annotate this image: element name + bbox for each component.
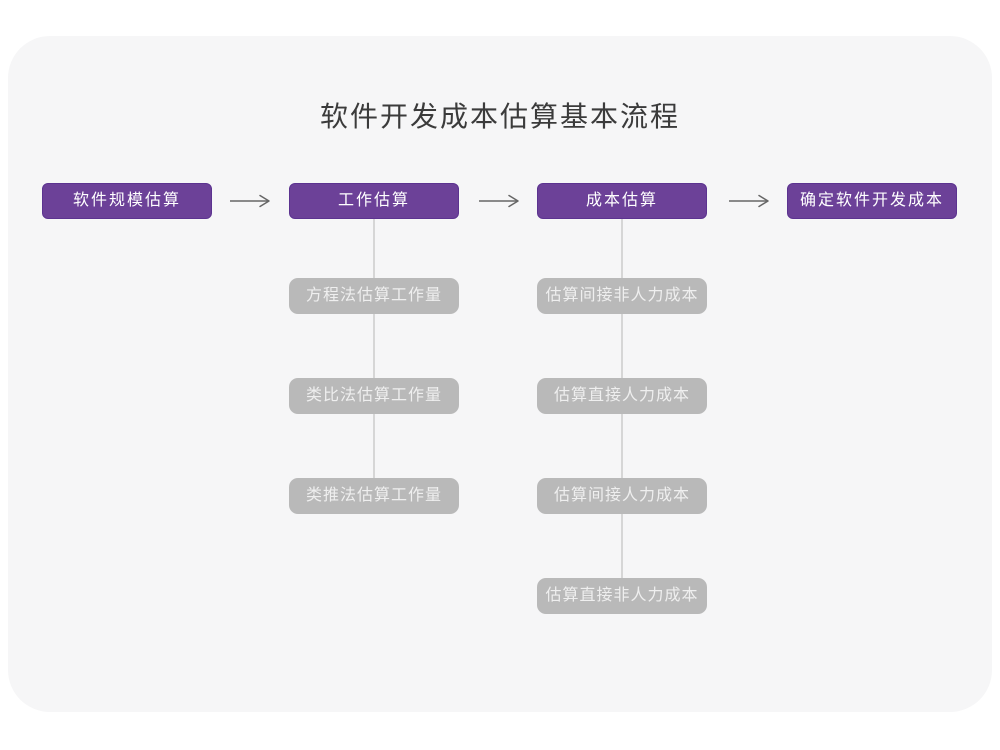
diagram-title: 软件开发成本估算基本流程 (319, 101, 680, 132)
node-indirect-non-labor-cost[interactable]: 估算间接非人力成本 (537, 278, 707, 314)
node-cost-estimation[interactable]: 成本估算 (537, 183, 707, 219)
node-work-estimation[interactable]: 工作估算 (289, 183, 459, 219)
node-determine-software-dev-cost[interactable]: 确定软件开发成本 (787, 183, 957, 219)
node-method-extrapolation[interactable]: 类推法估算工作量 (289, 478, 459, 514)
connector-line-cost-estimation (621, 218, 623, 614)
node-software-scale-estimation[interactable]: 软件规模估算 (42, 183, 212, 219)
node-direct-labor-cost[interactable]: 估算直接人力成本 (537, 378, 707, 414)
node-indirect-labor-cost[interactable]: 估算间接人力成本 (537, 478, 707, 514)
node-direct-non-labor-cost[interactable]: 估算直接非人力成本 (537, 578, 707, 614)
right-arrow-icon (727, 193, 771, 209)
connector-line-work-estimation (373, 218, 375, 514)
node-method-equation[interactable]: 方程法估算工作量 (289, 278, 459, 314)
diagram-canvas (8, 36, 992, 712)
right-arrow-icon (477, 193, 521, 209)
right-arrow-icon (228, 193, 272, 209)
node-method-analogy[interactable]: 类比法估算工作量 (289, 378, 459, 414)
